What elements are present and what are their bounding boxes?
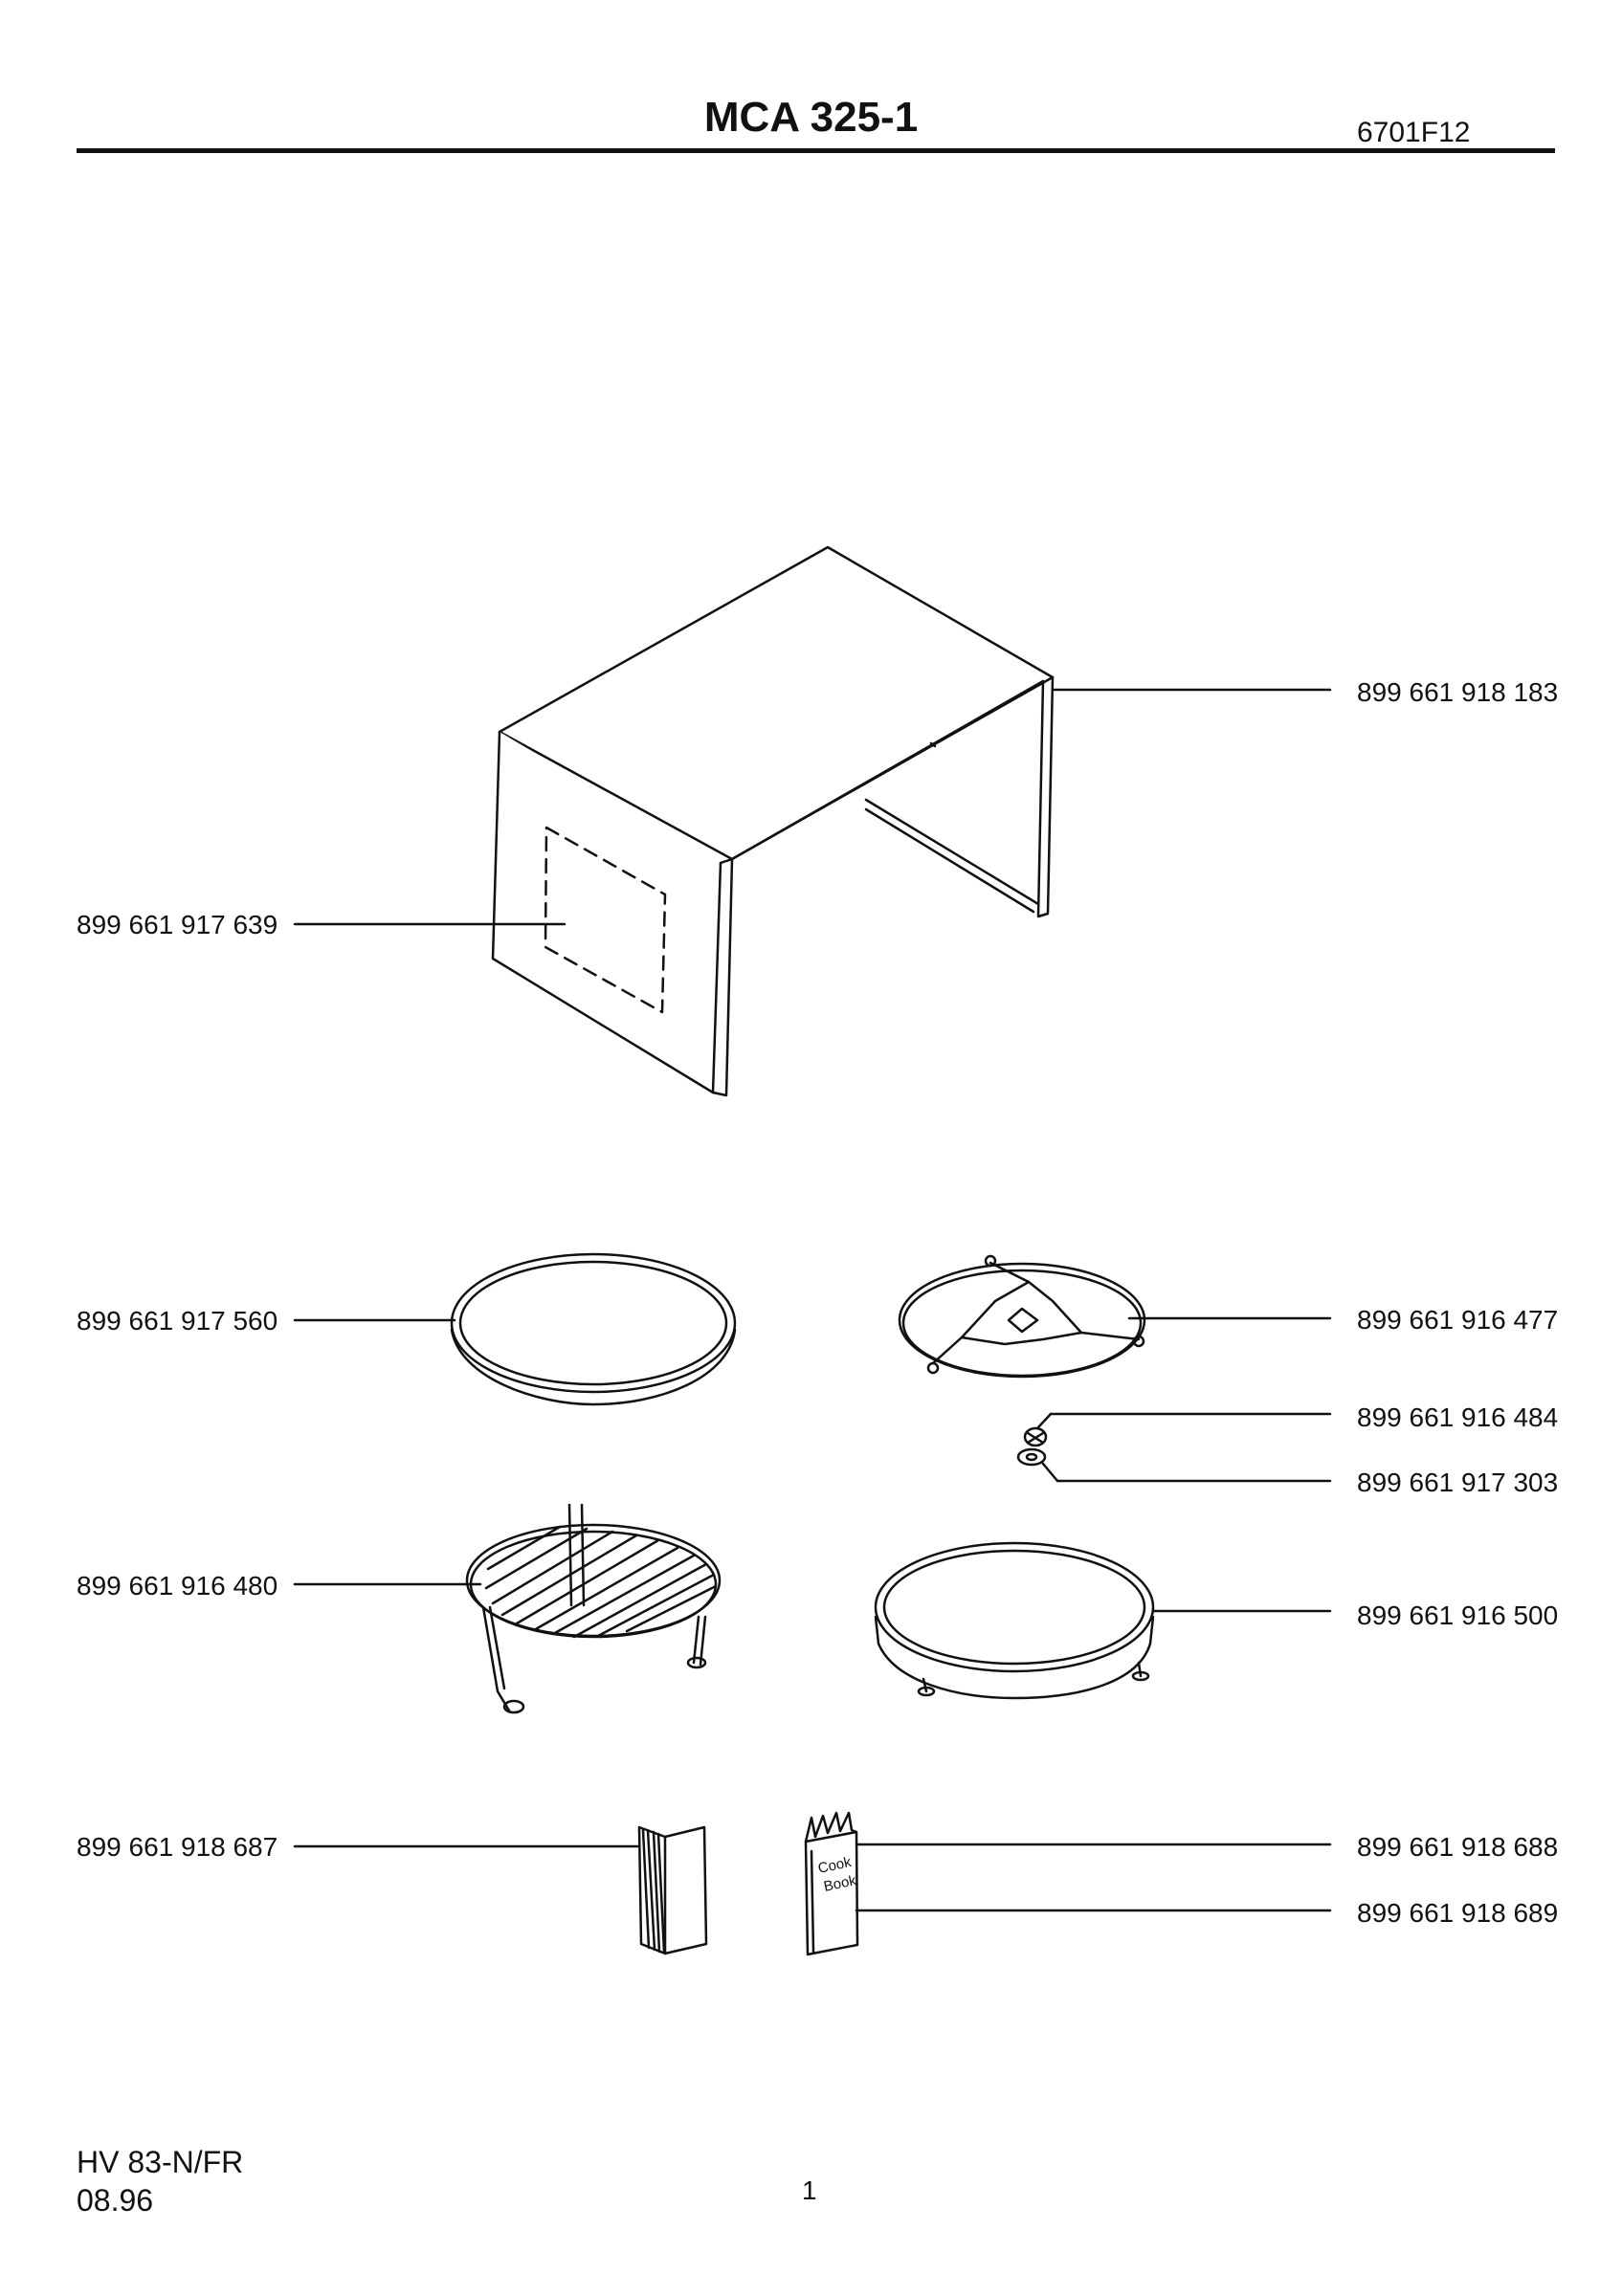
part-label-wire-rack: 899 661 916 480 (77, 1571, 278, 1601)
cabinet-drawing (491, 545, 1055, 1097)
coupler-drawing (1016, 1426, 1048, 1467)
crisp-plate-drawing (874, 1541, 1155, 1700)
part-label-cabinet-side-panel: 899 661 917 639 (77, 910, 278, 939)
footer-date: 08.96 (77, 2183, 154, 2218)
roller-ring-drawing (898, 1254, 1146, 1379)
part-label-cabinet-top: 899 661 918 183 (1357, 677, 1559, 707)
part-label-cook-book-a: 899 661 918 688 (1357, 1832, 1559, 1862)
part-label-cook-book-b: 899 661 918 689 (1357, 1898, 1559, 1928)
cookbook-drawing (804, 1811, 859, 1956)
manual-drawing (637, 1825, 708, 1955)
document-code: 6701F12 (1357, 117, 1471, 148)
page-number: 1 (802, 2175, 817, 2205)
part-label-crisp-plate: 899 661 916 500 (1357, 1601, 1559, 1630)
part-label-roller-ring: 899 661 916 477 (1357, 1305, 1559, 1335)
part-label-washer: 899 661 917 303 (1357, 1468, 1559, 1497)
glass-tray-drawing (450, 1252, 737, 1406)
page-title: MCA 325-1 (703, 94, 919, 141)
part-label-manual: 899 661 918 687 (77, 1832, 278, 1862)
footer-model-ref: HV 83-N/FR (77, 2145, 244, 2179)
footer-reference: HV 83-N/FR 08.96 (77, 2143, 243, 2219)
part-label-glass-tray: 899 661 917 560 (77, 1306, 278, 1336)
part-label-coupler: 899 661 916 484 (1357, 1402, 1559, 1432)
leader-lines (293, 688, 1332, 1912)
header-rule (77, 148, 1555, 153)
wire-rack-drawing (465, 1503, 722, 1714)
cookbook-cover-line2: Book (822, 1872, 857, 1895)
